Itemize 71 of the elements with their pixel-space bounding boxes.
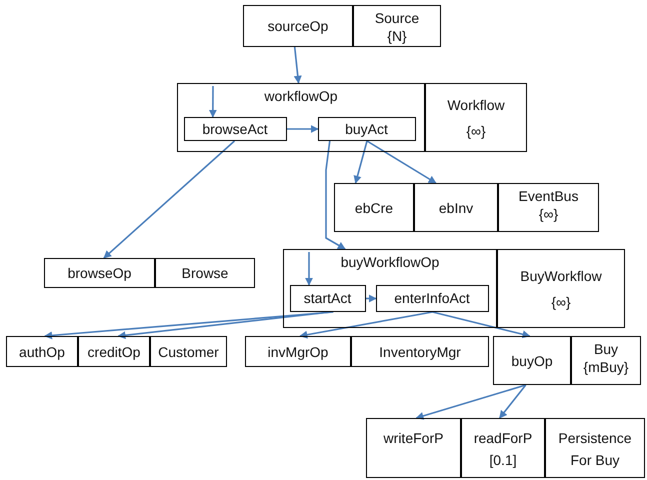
type-box <box>498 183 599 232</box>
node-label: buyWorkflowOp <box>340 253 440 271</box>
operator-box <box>245 336 351 367</box>
node-label: InventoryMgr <box>379 342 461 360</box>
node-label: enterInfoAct <box>394 289 470 307</box>
node-label: creditOp <box>88 342 140 360</box>
node-label: startAct <box>304 289 352 307</box>
node-annotation: {∞} <box>538 205 558 223</box>
node-annotation: {N} <box>387 27 407 45</box>
node-label: Customer <box>158 342 219 360</box>
type-box <box>351 336 489 367</box>
node-annotation: {mBuy} <box>583 358 629 376</box>
operator-box <box>493 336 571 385</box>
type-box <box>545 418 645 478</box>
node-label: sourceOp <box>268 17 328 35</box>
type-box <box>571 336 641 385</box>
node-label: Browse <box>182 264 228 282</box>
node-annotation: [0.1] <box>488 451 518 470</box>
node-label: invMgrOp <box>268 342 328 360</box>
node-label: Persistence For Buy <box>557 429 633 470</box>
arrow <box>294 46 302 84</box>
node-label: EventBus <box>518 187 578 205</box>
operator-container <box>177 83 425 152</box>
arrow <box>366 294 377 302</box>
node-label: authOp <box>19 342 65 360</box>
node-label: readForP <box>472 429 534 448</box>
node-label: buyOp <box>511 352 553 370</box>
node-label: Workflow <box>447 96 505 114</box>
type-box <box>425 83 527 152</box>
arrow <box>299 311 433 339</box>
type-box <box>150 336 227 367</box>
arrow <box>44 311 334 340</box>
type-box <box>155 258 255 288</box>
operator-box <box>6 336 78 367</box>
arrow <box>354 140 368 184</box>
operator-box <box>243 5 353 47</box>
node-label: BuyWorkflow <box>520 266 602 284</box>
node-label: ebCre <box>354 198 394 216</box>
arrow <box>287 125 319 133</box>
arrow <box>208 86 217 118</box>
operator-box <box>44 258 155 288</box>
node-label: writeForP <box>382 429 444 448</box>
node-annotation: {∞} <box>466 122 486 140</box>
arrow <box>366 140 437 184</box>
arrow <box>103 140 235 259</box>
operator-box <box>78 336 150 367</box>
action-box <box>318 116 416 140</box>
node-label: workflowOp <box>264 87 338 105</box>
type-box <box>353 5 441 47</box>
action-box <box>290 284 366 312</box>
arrow <box>432 311 530 338</box>
node-label: Buy <box>594 340 618 358</box>
operator-box <box>461 418 545 478</box>
type-box <box>497 249 625 328</box>
operator-box <box>334 183 414 232</box>
node-label: browseOp <box>68 264 132 282</box>
action-box <box>184 116 286 140</box>
operator-box <box>366 418 461 478</box>
arrow <box>499 384 526 419</box>
node-label: buyAct <box>345 120 388 138</box>
operator-box <box>414 183 498 232</box>
node-label: ebInv <box>438 198 474 216</box>
arrow <box>416 384 526 420</box>
action-box <box>376 284 488 312</box>
node-label: Source <box>374 9 420 27</box>
arrow <box>325 140 346 250</box>
operator-container <box>283 249 497 328</box>
node-annotation: {∞} <box>551 292 571 310</box>
arrow <box>118 311 332 340</box>
node-label: browseAct <box>202 120 268 138</box>
arrow <box>305 252 313 286</box>
